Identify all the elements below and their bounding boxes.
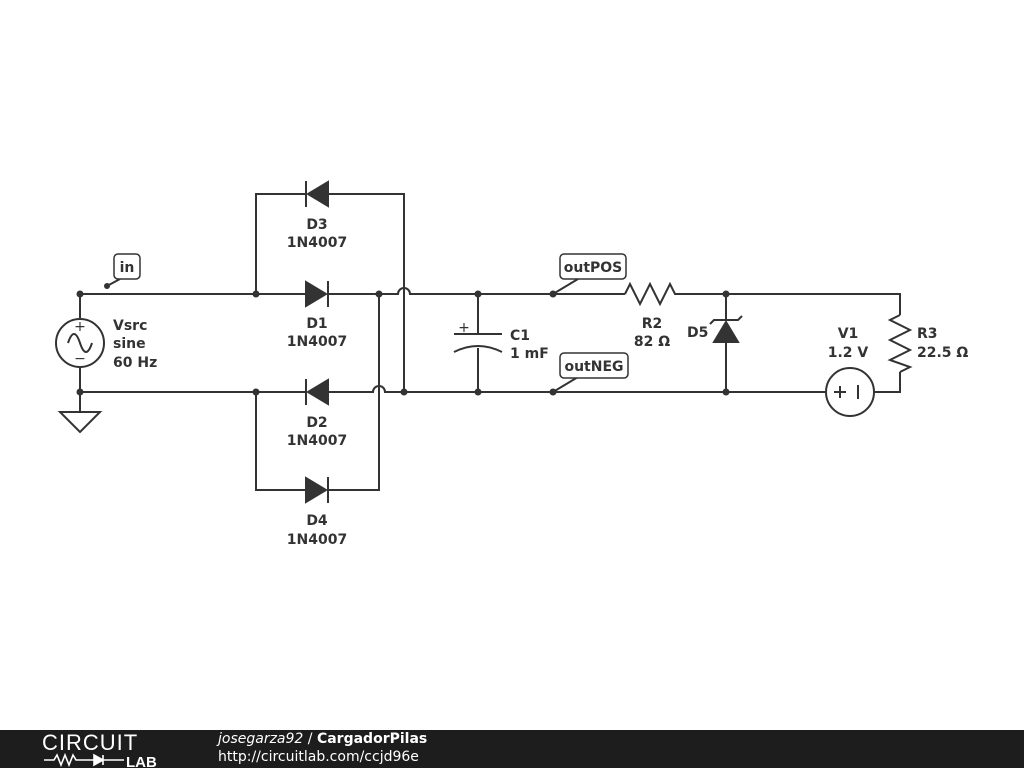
resistor-r3[interactable] (887, 314, 913, 373)
junction-dot (400, 388, 408, 396)
net-label-outneg-text: outNEG (564, 359, 623, 375)
plus-sign (834, 386, 846, 398)
footer-circuit-title[interactable]: CargadorPilas (316, 731, 428, 747)
diode-d1[interactable] (300, 280, 332, 308)
zener-diode-d5[interactable] (709, 315, 743, 343)
diode-icon (305, 280, 328, 308)
diode-d2[interactable] (300, 378, 332, 406)
d1-name: D1 (306, 316, 327, 332)
net-label-box (559, 352, 629, 379)
junction-dot (252, 290, 260, 298)
d2-name: D2 (306, 415, 327, 431)
diode-logo-icon (93, 753, 105, 767)
wire-top-right (680, 293, 901, 315)
plus-sign: + (74, 319, 86, 335)
footer-title-line: josegarza92 / CargadorPilas (218, 731, 427, 747)
r2-value: 82 Ω (634, 334, 670, 350)
d4-part: 1N4007 (287, 532, 347, 548)
footer-bar: CIRCUIT LAB josegarza92 / CargadorPilas … (0, 730, 1024, 768)
diode-icon (306, 180, 329, 208)
net-label-outneg[interactable]: outNEG (552, 352, 629, 393)
junction-dot (375, 290, 383, 298)
net-label-outpos-text: outPOS (564, 260, 623, 276)
c1-name: C1 (510, 328, 530, 344)
v1-value: 1.2 V (828, 345, 869, 361)
ground-icon (57, 411, 103, 434)
d3-name: D3 (306, 217, 327, 233)
net-label-box (113, 253, 141, 280)
junction-dot (76, 388, 84, 396)
junction-dot (722, 388, 730, 396)
resistor-r2[interactable] (624, 281, 680, 307)
diode-d4[interactable] (300, 476, 332, 504)
junction-dot (252, 388, 260, 396)
sine-wave-icon (67, 333, 93, 353)
resistor-zigzag-icon (624, 281, 680, 307)
net-label-box (559, 253, 627, 280)
circuitlab-logo[interactable]: CIRCUIT LAB (42, 730, 177, 768)
r3-value: 22.5 Ω (917, 345, 968, 361)
dc-source-icon (825, 367, 875, 417)
vsrc-symbol[interactable]: + − (55, 318, 105, 368)
minus-sign: − (74, 351, 86, 367)
d1-part: 1N4007 (287, 334, 347, 350)
voltage-source-v1[interactable] (825, 367, 875, 417)
net-label-leader (552, 376, 579, 393)
net-label-leader (552, 278, 579, 295)
r3-name: R3 (917, 326, 938, 342)
net-label-in-text: in (120, 260, 135, 276)
net-label-outpos[interactable]: outPOS (552, 253, 627, 295)
logo-bottom-text: LAB (126, 754, 157, 768)
d2-part: 1N4007 (287, 433, 347, 449)
junction-dot (722, 290, 730, 298)
diode-icon (306, 378, 329, 406)
junction-dot (76, 290, 84, 298)
footer-url[interactable]: http://circuitlab.com/ccjd96e (218, 749, 419, 765)
diode-icon (305, 476, 328, 504)
plus-sign: + (458, 320, 470, 336)
d4-name: D4 (306, 513, 328, 529)
wire-d4-left (255, 392, 300, 491)
logo-top-text: CIRCUIT (42, 730, 138, 755)
schematic-canvas: + − Vsrc sine 60 Hz in D3 1N4007 D1 1N40… (55, 180, 968, 548)
diode-d3[interactable] (300, 180, 332, 208)
v1-name: V1 (838, 326, 859, 342)
wire-bottom-right (874, 372, 901, 393)
capacitor-plate-bottom (453, 345, 503, 353)
resistor-zigzag-icon (887, 314, 913, 373)
wire-d4-right (332, 294, 380, 491)
net-label-anchor (104, 283, 110, 289)
resistor-logo-icon (44, 752, 94, 768)
vsrc-type: sine (113, 336, 146, 352)
junction-dot (474, 290, 482, 298)
footer-username[interactable]: josegarza92 (218, 731, 304, 747)
footer-separator: / (303, 731, 317, 747)
wire-d3-right (332, 193, 405, 392)
wire-d3-left (255, 193, 300, 294)
r2-name: R2 (642, 316, 663, 332)
vsrc-value: 60 Hz (113, 355, 157, 371)
c1-value: 1 mF (510, 346, 549, 362)
junction-dot (474, 388, 482, 396)
vsrc-name: Vsrc (113, 318, 147, 334)
net-label-in[interactable]: in (104, 253, 141, 289)
zener-diode-icon (712, 320, 740, 343)
capacitor-c1[interactable]: + (453, 320, 503, 353)
d5-name: D5 (687, 325, 708, 341)
wires (79, 193, 901, 491)
d3-part: 1N4007 (287, 235, 347, 251)
zener-cathode-bar (709, 315, 743, 325)
